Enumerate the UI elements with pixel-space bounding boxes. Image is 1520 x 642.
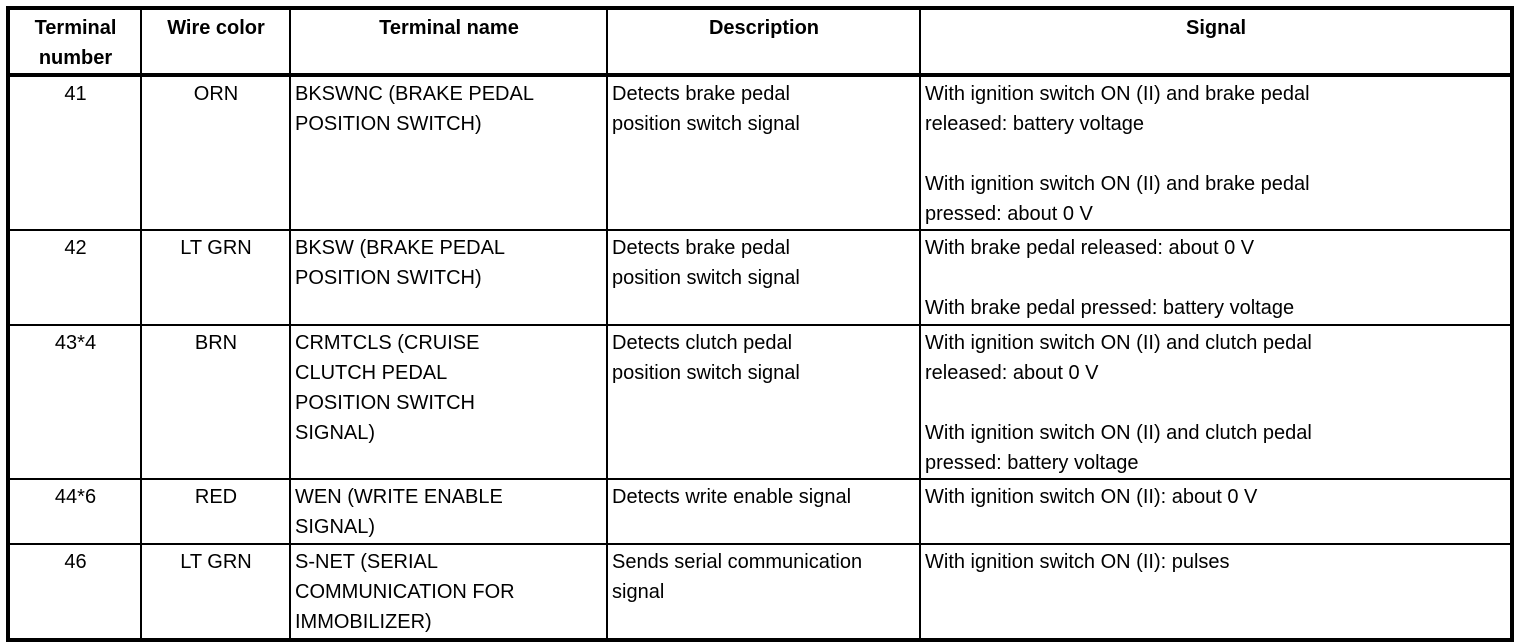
col-header-wire-color: Wire color xyxy=(140,7,291,77)
cell-description: Detects brake pedal position switch sign… xyxy=(606,74,921,231)
cell-terminal-name: S-NET (SERIAL COMMUNICATION FOR IMMOBILI… xyxy=(289,543,608,641)
cell-description: Detects brake pedal position switch sign… xyxy=(606,229,921,326)
cell-terminal-number: 41 xyxy=(7,74,142,231)
cell-signal: With brake pedal released: about 0 V Wit… xyxy=(919,229,1513,326)
cell-terminal-name: BKSWNC (BRAKE PEDAL POSITION SWITCH) xyxy=(289,74,608,231)
cell-signal: With ignition switch ON (II): pulses xyxy=(919,543,1513,641)
col-header-description: Description xyxy=(606,7,921,77)
col-header-signal: Signal xyxy=(919,7,1513,77)
cell-terminal-number: 44*6 xyxy=(7,478,142,545)
table-row: 46 LT GRN S-NET (SERIAL COMMUNICATION FO… xyxy=(7,543,1513,641)
cell-signal: With ignition switch ON (II): about 0 V xyxy=(919,478,1513,545)
terminal-pinout-table: Terminal number Wire color Terminal name… xyxy=(6,6,1514,642)
cell-description: Detects write enable signal xyxy=(606,478,921,545)
col-header-terminal-number: Terminal number xyxy=(7,7,142,77)
cell-wire-color: BRN xyxy=(140,324,291,480)
table-row: 41 ORN BKSWNC (BRAKE PEDAL POSITION SWIT… xyxy=(7,74,1513,231)
table-row: 43*4 BRN CRMTCLS (CRUISE CLUTCH PEDAL PO… xyxy=(7,324,1513,480)
header-row: Terminal number Wire color Terminal name… xyxy=(7,7,1513,77)
col-header-terminal-name: Terminal name xyxy=(289,7,608,77)
cell-terminal-name: CRMTCLS (CRUISE CLUTCH PEDAL POSITION SW… xyxy=(289,324,608,480)
cell-signal: With ignition switch ON (II) and clutch … xyxy=(919,324,1513,480)
cell-terminal-number: 43*4 xyxy=(7,324,142,480)
cell-terminal-name: WEN (WRITE ENABLE SIGNAL) xyxy=(289,478,608,545)
cell-signal: With ignition switch ON (II) and brake p… xyxy=(919,74,1513,231)
table-row: 42 LT GRN BKSW (BRAKE PEDAL POSITION SWI… xyxy=(7,229,1513,326)
table-row: 44*6 RED WEN (WRITE ENABLE SIGNAL) Detec… xyxy=(7,478,1513,545)
cell-wire-color: LT GRN xyxy=(140,543,291,641)
cell-terminal-number: 46 xyxy=(7,543,142,641)
cell-wire-color: ORN xyxy=(140,74,291,231)
cell-description: Sends serial communication signal xyxy=(606,543,921,641)
cell-description: Detects clutch pedal position switch sig… xyxy=(606,324,921,480)
cell-wire-color: RED xyxy=(140,478,291,545)
cell-terminal-number: 42 xyxy=(7,229,142,326)
cell-terminal-name: BKSW (BRAKE PEDAL POSITION SWITCH) xyxy=(289,229,608,326)
cell-wire-color: LT GRN xyxy=(140,229,291,326)
